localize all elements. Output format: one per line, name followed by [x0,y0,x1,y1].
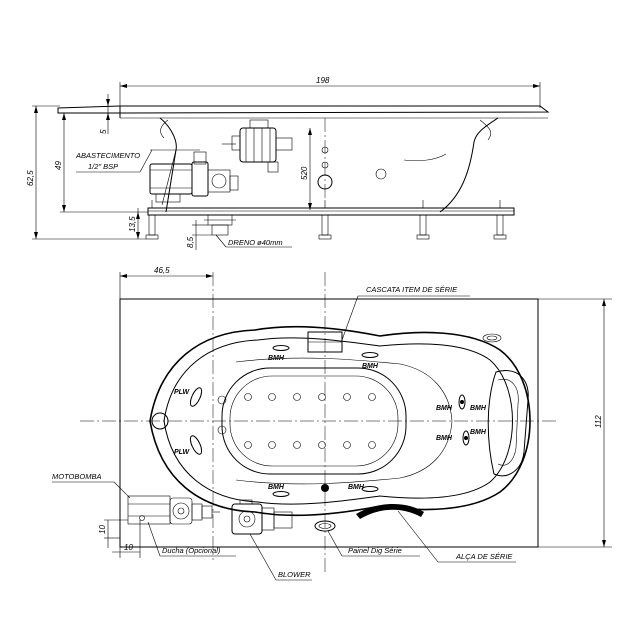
motor-pump-side [149,149,239,203]
pump-height-dimension: 520 [300,166,309,180]
support-feet [145,200,507,240]
jet-label-bmh-7: BMH [268,484,285,491]
width-dimension: 112 [594,415,603,428]
blower-side [222,119,293,173]
jet-label-bmh-4: BMH [470,405,487,412]
pump-offset-x-dimension: 10 [124,543,133,552]
grab-handle [356,504,424,519]
jet-label-bmh-5: BMH [436,435,453,442]
overall-length-dimension: 198 [316,76,330,85]
headrest [487,370,529,477]
cascade-spout [307,331,343,353]
shower-label: Ducha (Opcional) [162,546,221,555]
pump-offset-y-dimension: 10 [98,525,107,534]
jet-label-bmh-3: BMH [436,405,453,412]
total-height-dimension: 62,5 [26,170,35,186]
supply-label-line1: ABASTECIMENTO [75,151,140,160]
side-elevation-view: 198 [26,76,550,250]
drain-label: DRENO ø40mm [228,238,283,247]
jet-label-bmh-8: BMH [348,484,365,491]
jet-label-plw-top: PLW [174,389,191,396]
drain-pipe [204,214,236,236]
handle-label: ALÇA DE SÉRIE [455,552,513,561]
tub-height-dimension: 49 [54,161,63,170]
cascade-label: CASCATA ITEM DE SÉRIE [366,285,458,294]
jet-label-bmh-2: BMH [362,363,379,370]
jet-label-plw-bottom: PLW [174,449,191,456]
blower-plan [231,499,293,535]
bmh-jets [272,345,470,497]
motor-pump-plan [127,495,220,525]
floor-air-jets [244,393,376,449]
end-offset-dimension: 46,5 [154,266,170,275]
blower-label: BLOWER [278,570,311,579]
digital-panel [314,484,336,532]
foot-height-dimension: 13,5 [128,216,137,232]
rim-thickness-dimension: 5 [99,129,108,134]
panel-label: Painel Dig Série [348,546,402,555]
jet-label-bmh-1: BMH [268,355,285,362]
motor-pump-label: MOTOBOMBA [52,472,101,481]
plan-view: 46,5 112 PLW PLW [52,266,612,581]
jet-label-bmh-6: BMH [470,429,487,436]
supply-label-line2: 1/2" BSP [88,162,118,171]
drain-offset-dimension: 8,5 [186,236,195,248]
